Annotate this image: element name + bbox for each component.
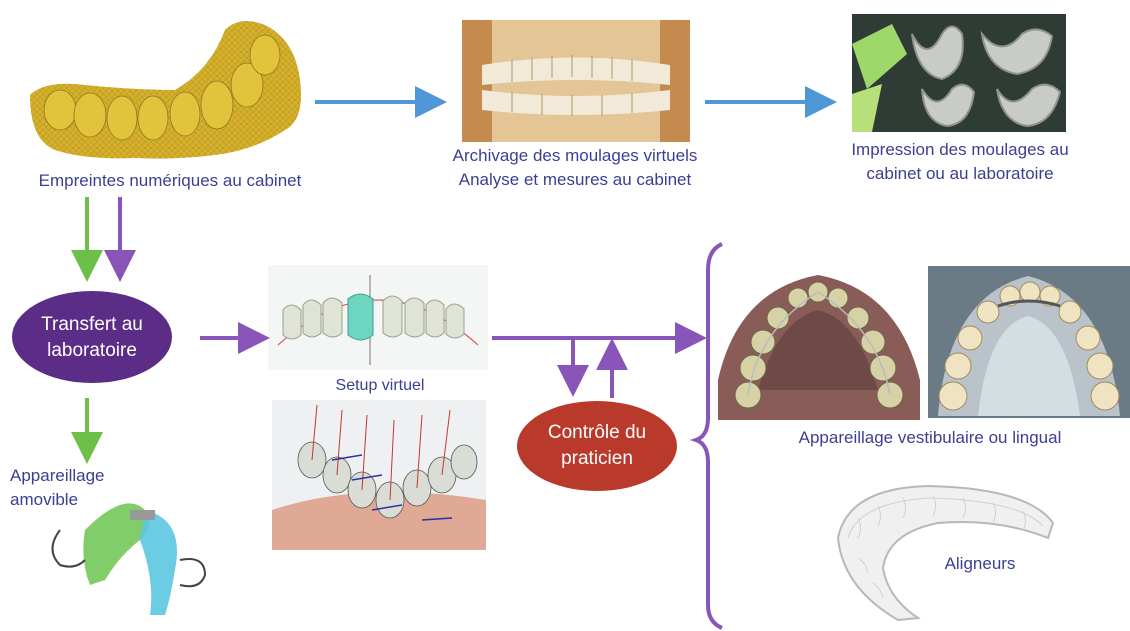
impression-label-line1: Impression des moulages au — [810, 138, 1110, 162]
transfert-node-line1: Transfert au — [12, 312, 172, 338]
aligneurs-label: Aligneurs — [920, 552, 1040, 576]
archivage-label-line2: Analyse et mesures au cabinet — [420, 168, 730, 192]
amovible-label: Appareillage amovible — [10, 464, 105, 512]
transfert-node-line2: laboratoire — [12, 338, 172, 364]
vestibulaire-label: Appareillage vestibulaire ou lingual — [740, 426, 1120, 450]
bracket — [696, 244, 722, 628]
setup-label: Setup virtuel — [270, 374, 490, 398]
impression-label-line2: cabinet ou au laboratoire — [810, 162, 1110, 186]
empreintes-label: Empreintes numériques au cabinet — [10, 169, 330, 193]
transfert-node: Transfert au laboratoire — [12, 312, 172, 364]
controle-node-line1: Contrôle du — [517, 420, 677, 446]
amovible-label-line1: Appareillage — [10, 464, 105, 488]
controle-node: Contrôle du praticien — [517, 420, 677, 472]
impression-label: Impression des moulages au cabinet ou au… — [810, 138, 1110, 186]
amovible-label-line2: amovible — [10, 488, 105, 512]
archivage-label: Archivage des moulages virtuels Analyse … — [420, 144, 730, 192]
controle-node-line2: praticien — [517, 446, 677, 472]
archivage-label-line1: Archivage des moulages virtuels — [420, 144, 730, 168]
